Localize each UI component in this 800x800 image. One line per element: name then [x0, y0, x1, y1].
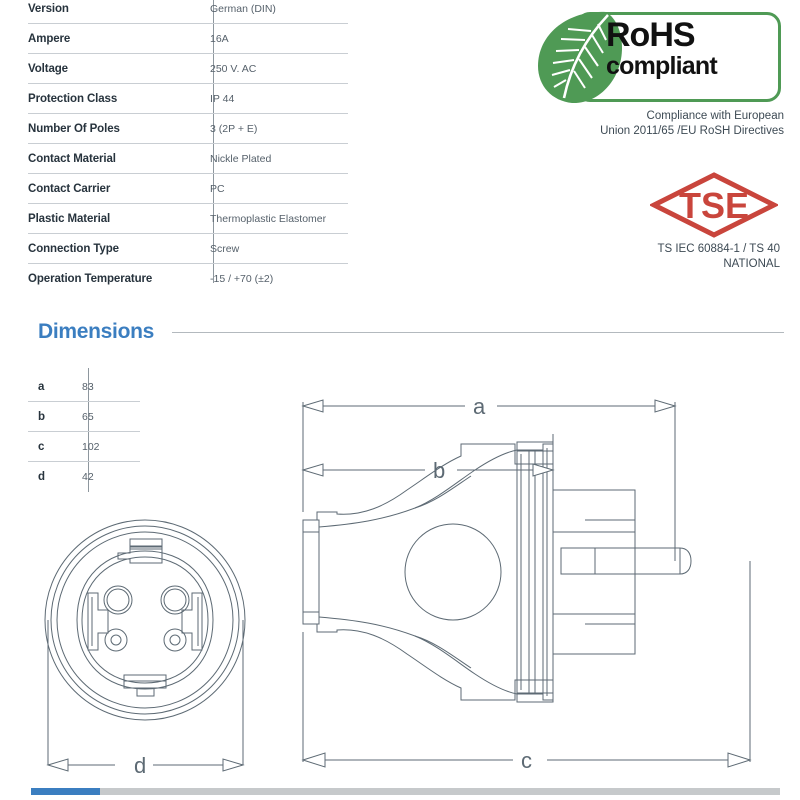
- spec-value: 16A: [210, 32, 229, 45]
- round-boss: [404, 523, 502, 621]
- table-row: a 83: [28, 372, 140, 402]
- spec-table-vertical-divider: [213, 0, 214, 283]
- table-row: d 42: [28, 462, 140, 491]
- dimension-label-d: d: [134, 753, 146, 778]
- spec-label: Version: [28, 2, 69, 15]
- spec-value: PC: [210, 182, 225, 195]
- table-row: Contact Carrier PC: [28, 174, 348, 204]
- page-scroll-progress-fill: [31, 788, 100, 795]
- dimensions-heading: Dimensions: [38, 320, 155, 343]
- table-row: Version German (DIN): [28, 0, 348, 24]
- table-row: Operation Temperature -15 / +70 (±2): [28, 264, 348, 293]
- tse-note-line-1: TS IEC 60884-1 / TS 40: [657, 243, 780, 255]
- dimension-label-b: b: [433, 458, 445, 483]
- rohs-title: RoHS: [606, 16, 696, 54]
- small-hole-right: [163, 628, 187, 652]
- dimension-arrow-d-left: [46, 758, 69, 772]
- spec-label: Operation Temperature: [28, 272, 153, 285]
- rohs-subtitle: compliant: [606, 52, 718, 80]
- spec-value: IP 44: [210, 92, 235, 105]
- tse-mark-text: TSE: [679, 185, 749, 226]
- dim-value: 83: [82, 380, 94, 393]
- dim-value: 65: [82, 410, 94, 423]
- spec-label: Number Of Poles: [28, 122, 120, 135]
- rohs-compliant-logo: RoHS compliant: [528, 4, 784, 110]
- page-scroll-progress-bar[interactable]: [31, 788, 780, 795]
- specifications-table: Version German (DIN) Ampere 16A Voltage …: [28, 0, 348, 293]
- pin-hole-left: [103, 585, 133, 615]
- dim-key: b: [38, 410, 46, 423]
- table-row: Ampere 16A: [28, 24, 348, 54]
- cable-grip: [302, 519, 320, 625]
- dimension-label-a: a: [473, 394, 486, 419]
- plug-side-view-drawing: a b c: [301, 394, 752, 773]
- spec-value: German (DIN): [210, 2, 276, 15]
- dimension-arrow-b-left: [301, 463, 324, 477]
- dimension-arrow-a-right: [654, 399, 677, 413]
- dimension-arrow-c-left: [301, 752, 326, 768]
- spec-label: Voltage: [28, 62, 68, 75]
- dimension-arrow-c-right: [727, 752, 752, 768]
- table-row: Contact Material Nickle Plated: [28, 144, 348, 174]
- spec-value: 3 (2P + E): [210, 122, 258, 135]
- dimensions-table: a 83 b 65 c 102 d 42: [28, 368, 140, 492]
- rohs-note-line-1: Compliance with European: [646, 110, 784, 122]
- small-hole-left: [104, 628, 128, 652]
- dim-key: c: [38, 440, 45, 453]
- spec-label: Connection Type: [28, 242, 119, 255]
- leaf-icon: [538, 11, 622, 104]
- spec-label: Contact Material: [28, 152, 116, 165]
- spec-label: Plastic Material: [28, 212, 111, 225]
- tse-certification-mark: TSE: [650, 172, 778, 238]
- plug-pin: [560, 547, 692, 575]
- table-row: c 102: [28, 432, 140, 462]
- tse-standard-note: TS IEC 60884-1 / TS 40 NATIONAL: [560, 242, 780, 273]
- dimension-arrow-d-right: [222, 758, 245, 772]
- spec-value: Thermoplastic Elastomer: [210, 212, 327, 225]
- dimension-arrow-b-right: [532, 463, 555, 477]
- rohs-note-line-2: Union 2011/65 /EU RoSH Directives: [600, 125, 784, 138]
- dim-value: 102: [82, 440, 100, 453]
- dim-value: 42: [82, 470, 94, 483]
- dim-key: d: [38, 470, 46, 483]
- dimension-label-c: c: [521, 748, 532, 773]
- dimensions-heading-rule: [172, 332, 784, 333]
- spec-label: Contact Carrier: [28, 182, 111, 195]
- dim-key: a: [38, 380, 45, 393]
- dim-table-vertical-divider: [88, 368, 89, 492]
- socket-outer-ring: [44, 519, 246, 721]
- table-row: Connection Type Screw: [28, 234, 348, 264]
- spec-label: Ampere: [28, 32, 71, 45]
- spec-label: Protection Class: [28, 92, 118, 105]
- dimension-arrow-a-left: [301, 399, 324, 413]
- pin-hole-right: [160, 585, 190, 615]
- rohs-compliance-note: Compliance with European Union 2011/65 /…: [528, 109, 784, 140]
- table-row: Plastic Material Thermoplastic Elastomer: [28, 204, 348, 234]
- table-row: b 65: [28, 402, 140, 432]
- spec-value: Screw: [210, 242, 240, 255]
- tse-note-line-2: NATIONAL: [723, 258, 780, 271]
- spec-value: 250 V. AC: [210, 62, 257, 75]
- socket-front-view-drawing: d: [44, 519, 246, 778]
- spec-value: Nickle Plated: [210, 152, 272, 165]
- table-row: Number Of Poles 3 (2P + E): [28, 114, 348, 144]
- table-row: Voltage 250 V. AC: [28, 54, 348, 84]
- table-row: Protection Class IP 44: [28, 84, 348, 114]
- spec-value: -15 / +70 (±2): [210, 272, 274, 285]
- collar-front: [516, 449, 530, 695]
